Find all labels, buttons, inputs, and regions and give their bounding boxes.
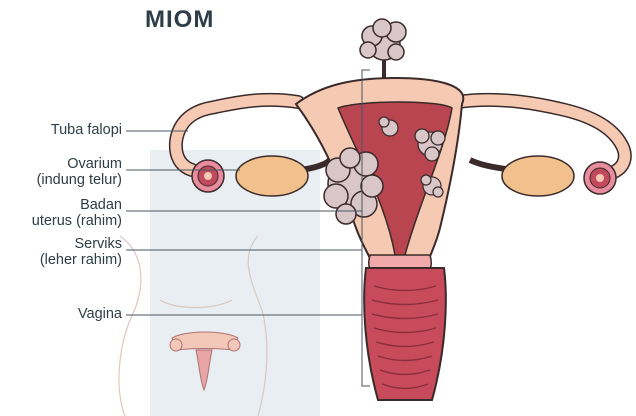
ovary-right xyxy=(502,156,574,196)
label-tuba-falopi: Tuba falopi xyxy=(8,122,122,138)
label-badan-line1: Badan xyxy=(8,197,122,213)
fimbria-left xyxy=(192,160,224,192)
label-serviks-line1: Serviks xyxy=(8,236,122,252)
ovary-left xyxy=(236,156,308,196)
body-silhouette xyxy=(119,236,267,416)
mini-uterus xyxy=(170,332,240,390)
fimbria-right xyxy=(584,162,616,194)
label-badan-line2: uterus (rahim) xyxy=(8,213,122,229)
label-badan-uterus: Badan uterus (rahim) xyxy=(8,197,122,229)
label-ovarium-line2: (indung telur) xyxy=(8,172,122,188)
label-ovarium: Ovarium (indung telur) xyxy=(8,156,122,188)
fibroid-large xyxy=(324,148,383,224)
fibroid-top xyxy=(360,19,406,78)
vagina xyxy=(364,268,446,400)
diagram-title: MIOM xyxy=(145,6,214,34)
label-vagina-text: Vagina xyxy=(78,306,122,322)
label-ovarium-line1: Ovarium xyxy=(8,156,122,172)
label-serviks-line2: (leher rahim) xyxy=(8,252,122,268)
label-vagina: Vagina xyxy=(8,306,122,322)
label-serviks: Serviks (leher rahim) xyxy=(8,236,122,268)
label-tuba-text: Tuba falopi xyxy=(51,122,122,138)
